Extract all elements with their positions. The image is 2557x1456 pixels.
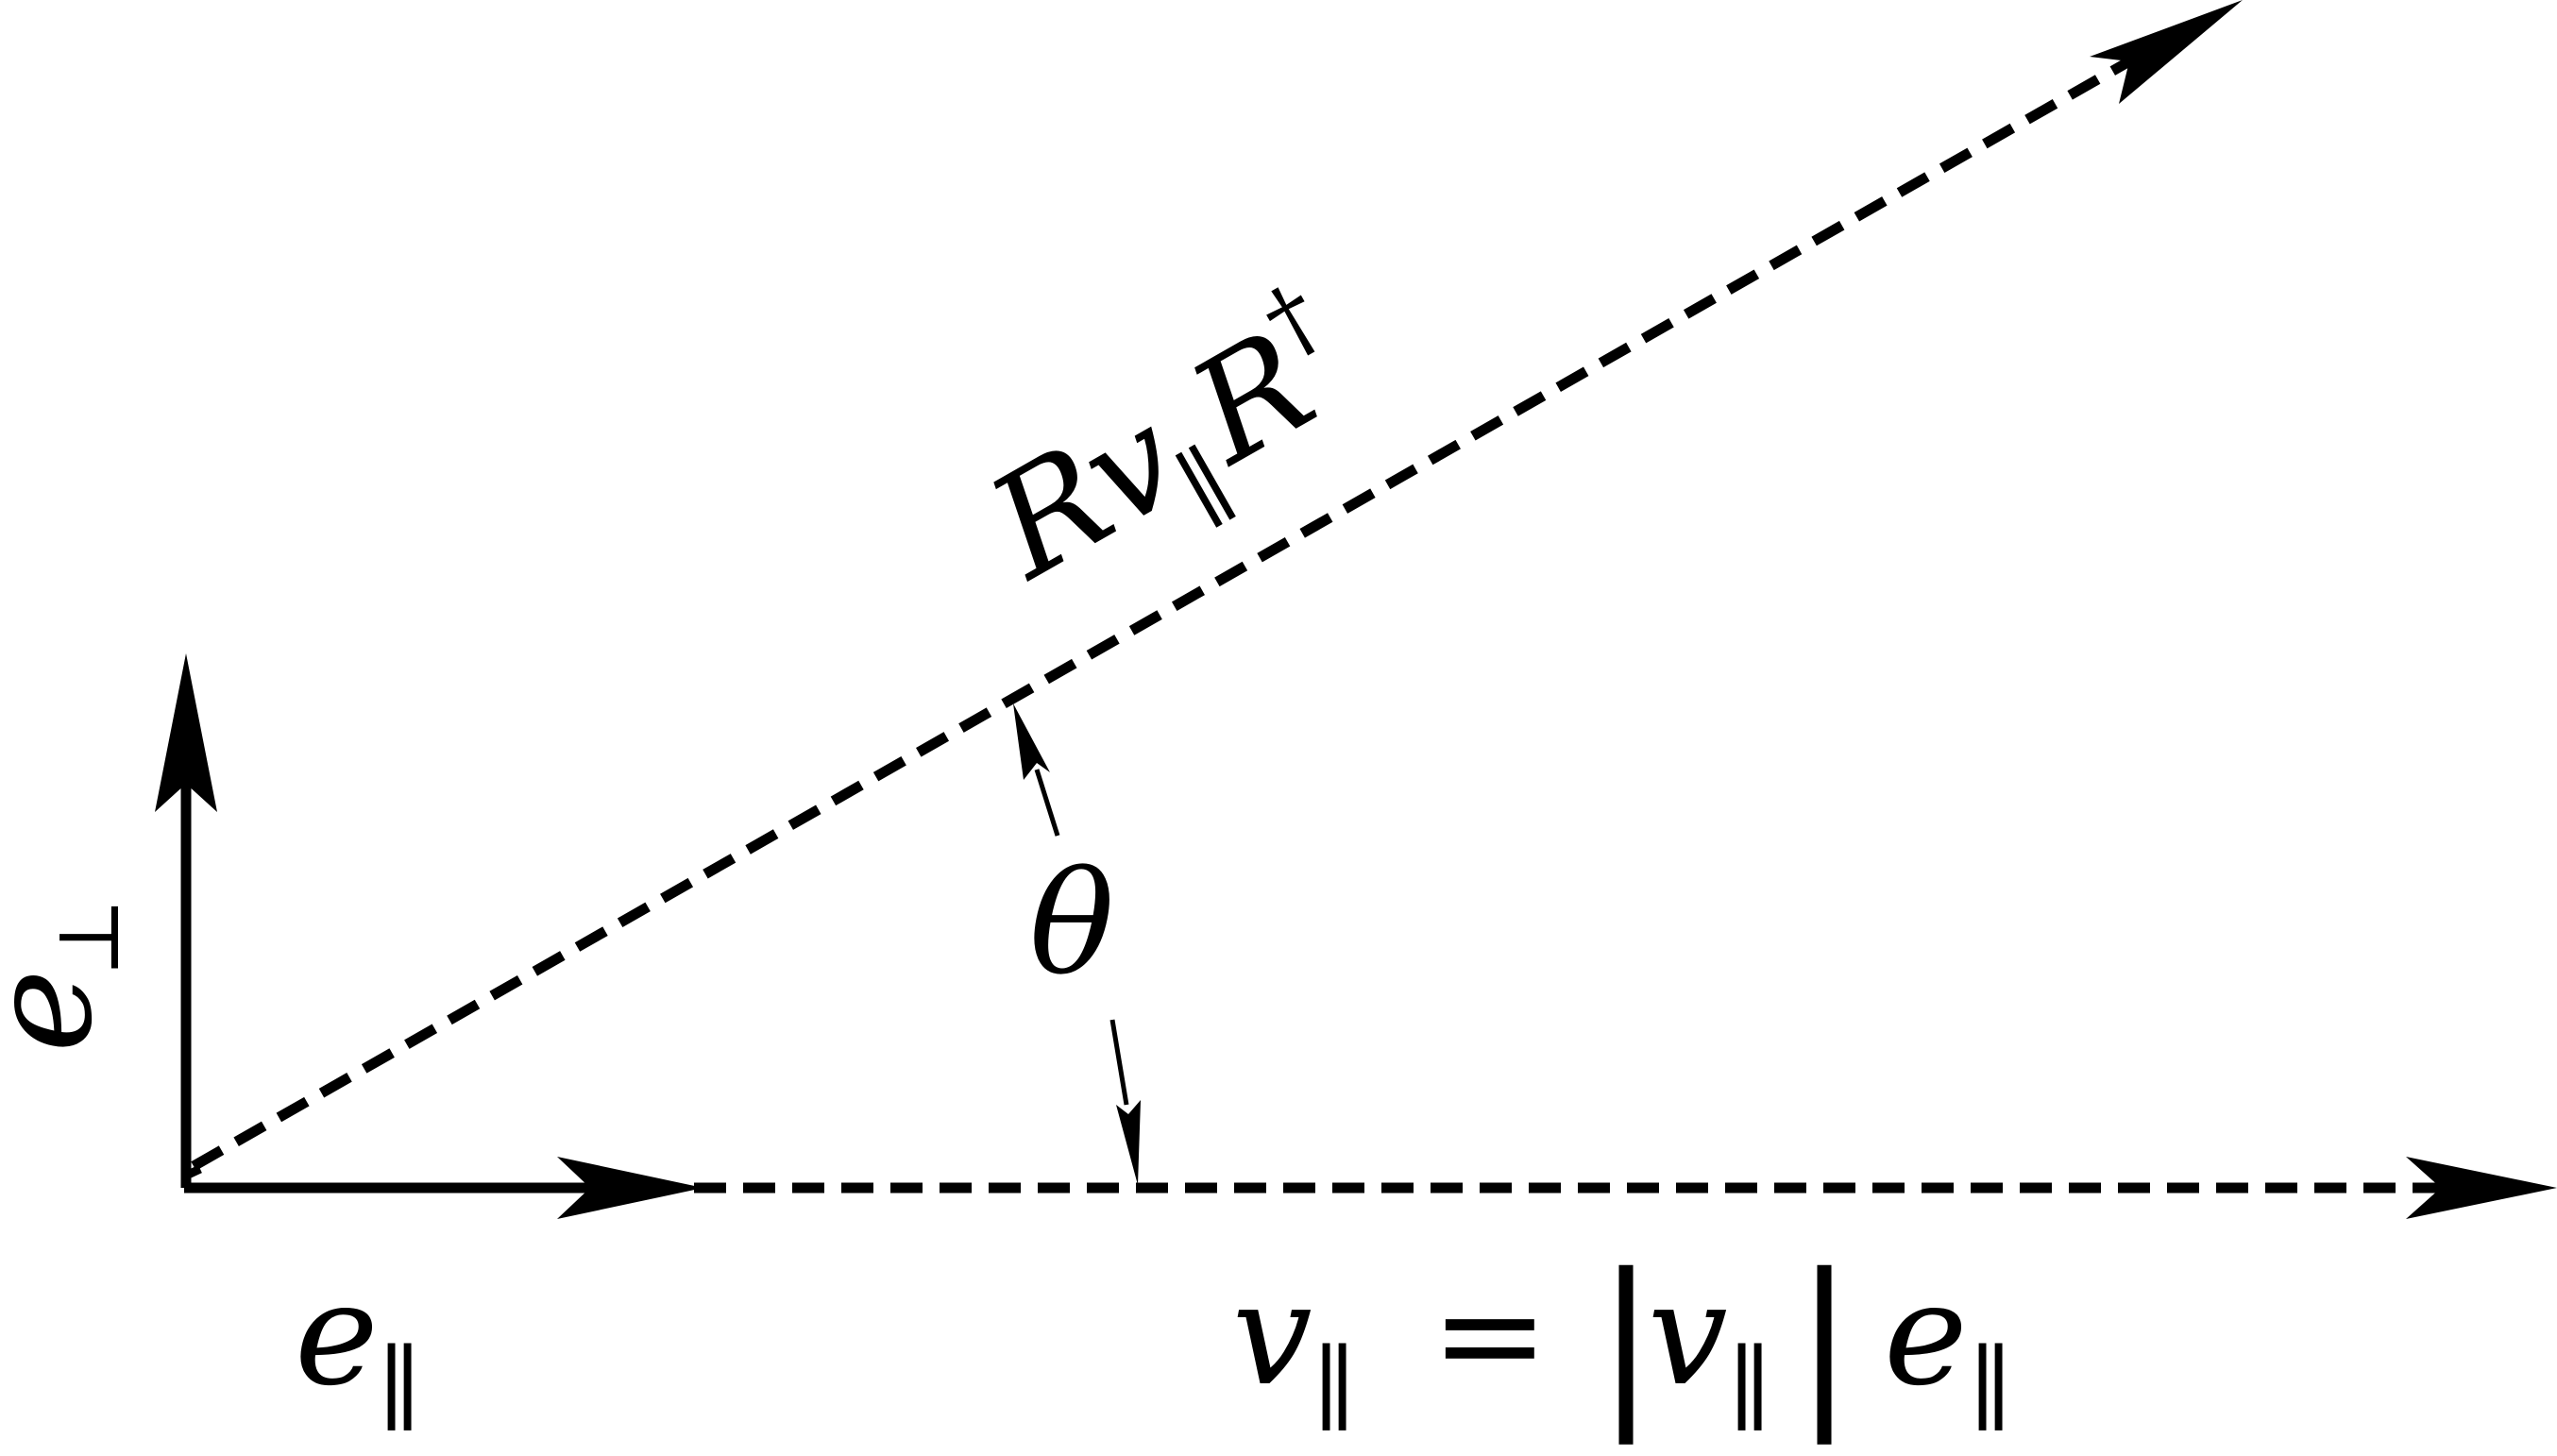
e-parallel-arrowhead xyxy=(557,1157,703,1219)
e-parallel-label: e ∥ xyxy=(295,1253,421,1444)
svg-text:∥: ∥ xyxy=(378,1333,421,1444)
v-parallel-vector xyxy=(694,1157,2557,1219)
rotated-vector xyxy=(191,0,2243,1171)
svg-text:v: v xyxy=(1648,1253,1728,1417)
e-perp-label: e ⊥ xyxy=(0,897,139,1053)
equation-label: v ∥ = | v ∥ | e ∥ xyxy=(1232,1236,2012,1445)
e-parallel-vector xyxy=(184,1157,703,1219)
e-perp-vector xyxy=(155,653,217,1188)
svg-text:e: e xyxy=(1884,1253,1968,1417)
svg-text:v: v xyxy=(1232,1253,1312,1417)
theta-lower-pointer xyxy=(1109,1019,1141,1185)
svg-text:|: | xyxy=(1794,1236,1854,1445)
svg-text:∥: ∥ xyxy=(1969,1333,2012,1444)
theta-upper-pointer xyxy=(1013,703,1060,837)
theta-label: θ xyxy=(1029,842,1114,1007)
svg-text:⊥: ⊥ xyxy=(40,897,139,977)
origin-corner xyxy=(184,1164,202,1180)
svg-text:e: e xyxy=(295,1253,379,1417)
svg-text:∥: ∥ xyxy=(1312,1333,1356,1444)
rotated-vector-arrowhead xyxy=(2090,0,2243,104)
svg-text:e: e xyxy=(0,969,124,1053)
rotated-vector-label: R v ∥ R † xyxy=(962,263,1340,612)
v-parallel-arrowhead xyxy=(2406,1157,2557,1219)
e-perp-arrowhead xyxy=(155,653,217,812)
svg-text:|: | xyxy=(1596,1236,1656,1445)
svg-text:=: = xyxy=(1431,1253,1549,1417)
svg-text:∥: ∥ xyxy=(1728,1333,1771,1444)
